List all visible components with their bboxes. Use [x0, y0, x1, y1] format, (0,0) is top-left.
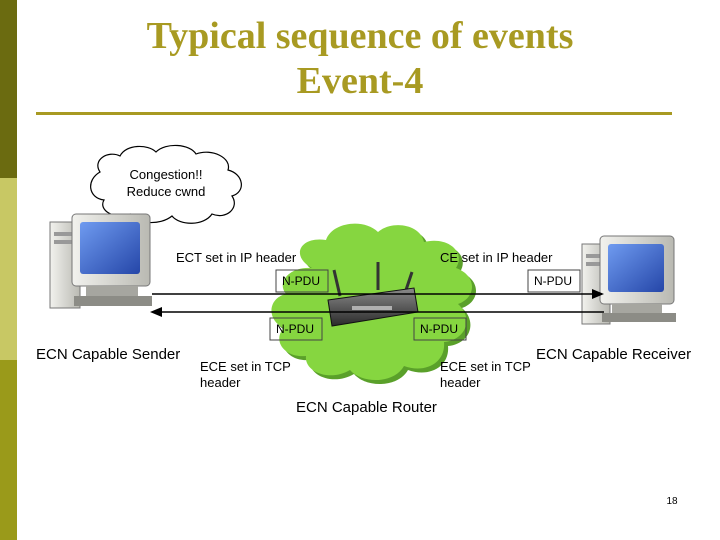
pdu-box-bottom-left [269, 317, 323, 341]
sidebar-band-middle [0, 178, 17, 360]
sidebar-band-bottom [0, 360, 17, 540]
pdu-box-top-left [275, 269, 329, 293]
ce-ip-label: CE set in IP header [440, 250, 553, 265]
ece-right-line-2: header [440, 375, 481, 390]
return-arrow [150, 307, 604, 317]
slide-title: Typical sequence of events Event-4 [40, 14, 680, 104]
page-number: 18 [666, 496, 678, 507]
slide-sidebar [0, 0, 17, 540]
thought-line-1: Congestion!! [129, 167, 203, 182]
sender-computer-icon [49, 213, 152, 309]
ece-left-line-1: ECE set in TCP [200, 359, 291, 374]
ece-right-label: ECE set in TCP header [440, 359, 531, 391]
ece-left-line-2: header [200, 375, 241, 390]
sidebar-band-top [0, 0, 17, 178]
title-line-1: Typical sequence of events [146, 15, 574, 57]
forward-arrow [152, 289, 604, 299]
ece-left-label: ECE set in TCP header [200, 359, 291, 391]
receiver-label: ECN Capable Receiver [536, 346, 692, 363]
pdu-box-bottom-right [413, 317, 467, 341]
router-label: ECN Capable Router [296, 399, 437, 416]
thought-bubble-text: Congestion!! Reduce cwnd [108, 166, 224, 200]
pdu-label-top-left: N-PDU [282, 274, 320, 288]
ece-right-line-1: ECE set in TCP [440, 359, 531, 374]
router-icon [327, 262, 419, 327]
thought-line-2: Reduce cwnd [126, 184, 206, 199]
pdu-box-top-right [527, 269, 581, 293]
title-underline [36, 112, 672, 115]
pdu-label-bottom-left: N-PDU [276, 322, 314, 336]
receiver-computer-icon [581, 235, 676, 325]
title-line-2: Event-4 [296, 60, 424, 102]
pdu-label-top-right: N-PDU [534, 274, 572, 288]
ect-ip-label: ECT set in IP header [176, 250, 297, 265]
sender-label: ECN Capable Sender [36, 346, 181, 363]
pdu-label-bottom-right: N-PDU [420, 322, 458, 336]
